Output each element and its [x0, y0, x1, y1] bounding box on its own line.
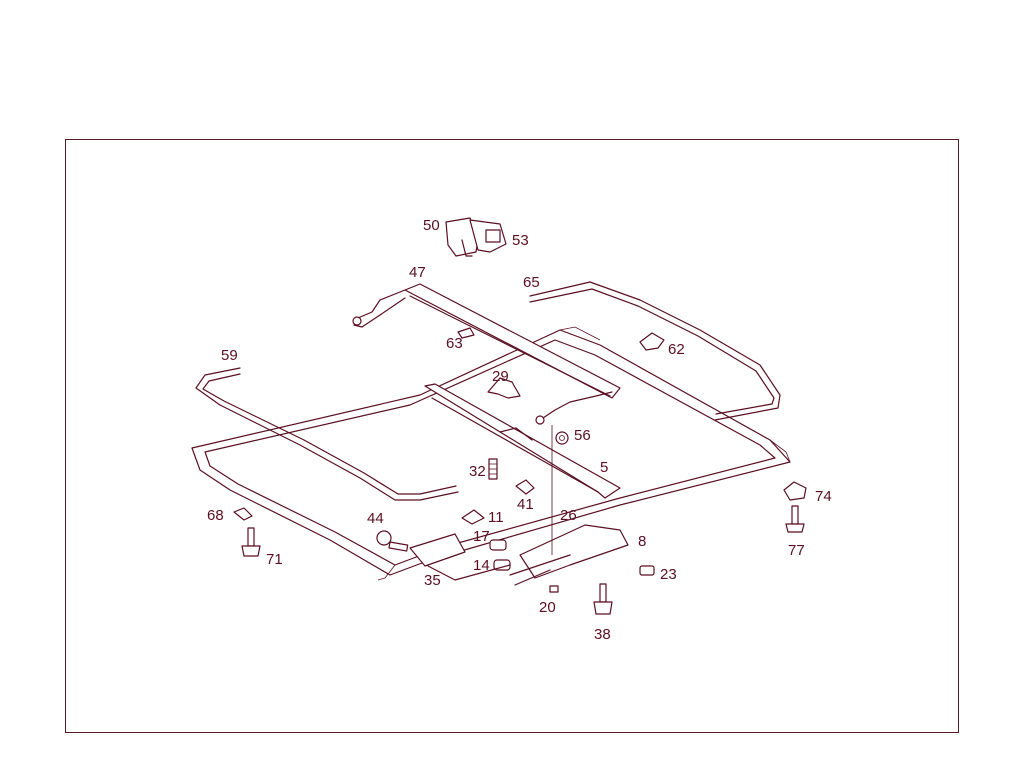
part-65-seal	[529, 281, 781, 421]
callout-59: 59	[221, 347, 238, 364]
callout-29: 29	[492, 368, 509, 385]
diagram-frame	[65, 139, 959, 733]
callout-8: 8	[638, 533, 646, 550]
callout-5: 5	[600, 459, 608, 476]
part-62-clip	[639, 332, 665, 351]
part-56-grommet	[555, 431, 569, 445]
callout-41: 41	[517, 496, 534, 513]
callout-71: 71	[266, 551, 283, 568]
callout-63: 63	[446, 335, 463, 352]
callout-47: 47	[409, 264, 426, 281]
part-20-clip	[549, 585, 559, 593]
callout-68: 68	[207, 507, 224, 524]
part-68-clip	[233, 507, 253, 521]
callout-11: 11	[488, 509, 504, 526]
part-8-drive-assembly	[509, 425, 629, 586]
part-47-front-rail	[352, 283, 621, 425]
callout-50: 50	[423, 217, 440, 234]
callout-35: 35	[424, 572, 441, 589]
part-23-pad	[639, 565, 655, 576]
part-50-53-switch	[445, 217, 507, 257]
part-63-clip	[457, 327, 475, 339]
callout-77: 77	[788, 542, 805, 559]
part-74-nut	[783, 481, 807, 501]
part-44-bolt	[376, 530, 409, 552]
part-41-clip	[515, 479, 535, 495]
callout-53: 53	[512, 232, 529, 249]
callout-17: 17	[473, 528, 490, 545]
callout-62: 62	[668, 341, 685, 358]
callout-44: 44	[367, 510, 384, 527]
part-77-bolt	[785, 505, 805, 533]
callout-65: 65	[523, 274, 540, 291]
roof-frame-outline	[191, 326, 791, 581]
part-32-screw	[488, 458, 498, 480]
part-17-pad	[489, 539, 507, 551]
callout-23: 23	[660, 566, 677, 583]
part-35-bracket	[409, 533, 511, 581]
part-5-center-bracket	[424, 383, 621, 499]
part-29-bracket	[487, 377, 521, 399]
part-11-clip	[461, 509, 485, 525]
callout-26: 26	[560, 507, 577, 524]
part-38-bolt	[593, 583, 613, 615]
part-59-seal	[195, 367, 459, 501]
callout-14: 14	[473, 557, 490, 574]
callout-74: 74	[815, 488, 832, 505]
callout-20: 20	[539, 599, 556, 616]
callout-56: 56	[574, 427, 591, 444]
part-71-bolt	[241, 527, 261, 557]
callout-38: 38	[594, 626, 611, 643]
callout-32: 32	[469, 463, 486, 480]
